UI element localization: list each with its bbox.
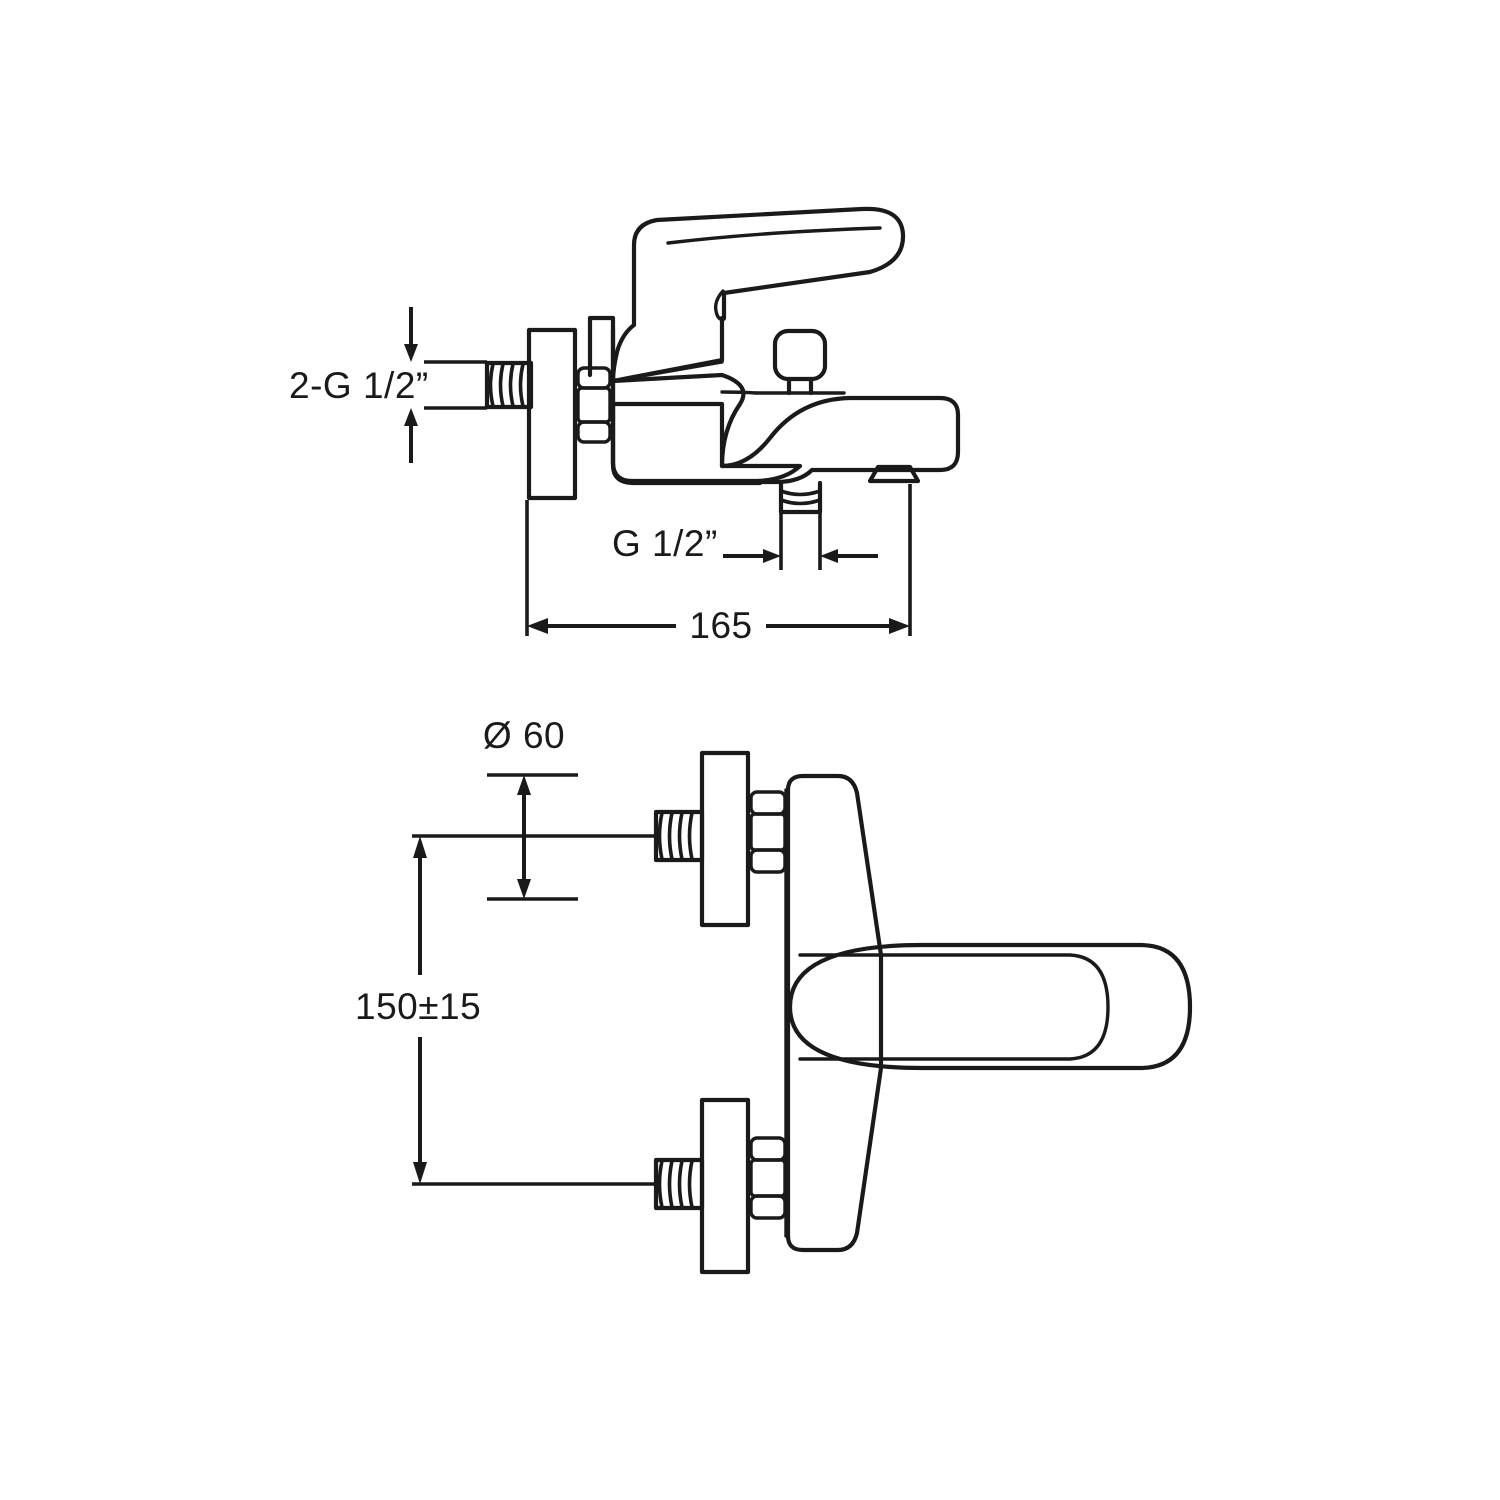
- threaded-inlet-side: [484, 360, 534, 410]
- shower-outlet: [778, 480, 823, 515]
- upper-escutcheon-front: [699, 750, 751, 928]
- lower-escutcheon-front: [699, 1097, 751, 1275]
- lower-threaded-inlet-front: [653, 1157, 705, 1211]
- wall-escutcheon-side: [526, 327, 578, 501]
- projection-dimension-group: 165: [525, 484, 912, 646]
- lever-handle-side-profile: [631, 206, 906, 328]
- spout-outlet-face: [867, 464, 921, 484]
- front-elevation-view: Ø 60 150±15: [355, 715, 1193, 1275]
- inlet-center-distance-label: 150±15: [355, 986, 481, 1027]
- projection-label: 165: [689, 605, 752, 646]
- lever-crease-line: [666, 226, 882, 245]
- spout-horizontal-body: [610, 395, 961, 485]
- lower-nut-rings-front: [749, 1136, 787, 1220]
- diverter-button: [772, 328, 828, 396]
- mixer-body-front-silhouette: [785, 773, 884, 1253]
- inlet-thread-dimension-group: 2-G 1/2”: [289, 307, 487, 463]
- body-top-contour: [720, 390, 758, 395]
- side-elevation-view: 2-G 1/2” G 1/2” 165: [289, 206, 961, 646]
- shower-outlet-thread-dimension-group: G 1/2”: [612, 513, 878, 570]
- inlet-thread-label: 2-G 1/2”: [289, 365, 429, 406]
- shower-outlet-thread-label: G 1/2”: [612, 523, 718, 564]
- mixer-body-outer-shell: [587, 315, 616, 384]
- lever-handle-front-inner-line: [798, 953, 1110, 1061]
- escutcheon-diameter-label: Ø 60: [483, 715, 565, 756]
- handle-skirt-lower-edge: [611, 360, 724, 383]
- upper-threaded-inlet-front: [653, 809, 705, 863]
- inlet-center-distance-dimension-group: 150±15: [355, 834, 656, 1186]
- upper-nut-rings-front: [749, 790, 787, 874]
- connection-nut-rings-side: [576, 366, 612, 444]
- lever-handle-front: [787, 942, 1193, 1071]
- mixer-body-side: [610, 372, 803, 484]
- escutcheon-diameter-dimension-group: Ø 60: [483, 715, 578, 901]
